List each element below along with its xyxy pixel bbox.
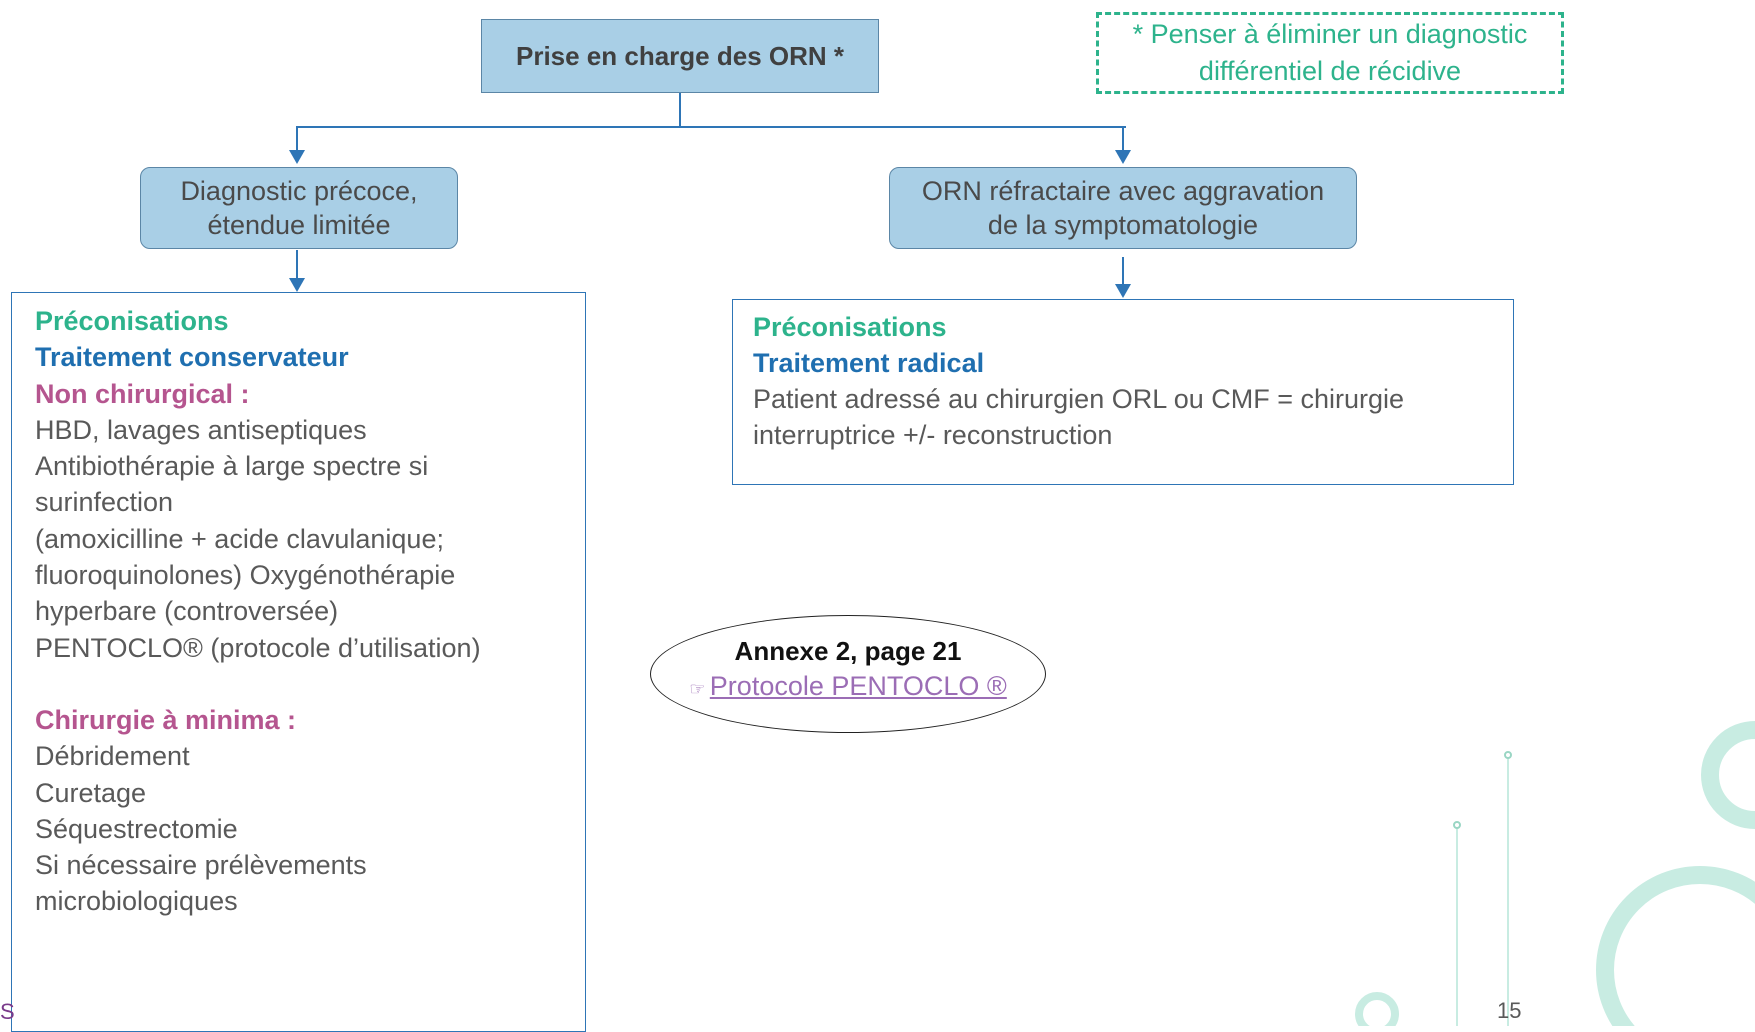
note-line-2: différentiel de récidive xyxy=(1198,56,1462,86)
non-chir-line: HBD, lavages antiseptiques xyxy=(35,414,367,445)
arrow-left-node xyxy=(289,150,305,164)
non-chir-line: Antibiothérapie à large spectre si xyxy=(35,451,429,482)
node-refractory-orn: ORN réfractaire avec aggravation de la s… xyxy=(889,167,1357,249)
arrow-right-node xyxy=(1115,150,1131,164)
chir-line: microbiologiques xyxy=(35,886,238,917)
annex-title: Annexe 2, page 21 xyxy=(734,636,962,666)
pointing-hand-icon: ☞ xyxy=(689,679,706,699)
chir-line: Si nécessaire prélèvements xyxy=(35,850,367,881)
decorative-dot-1 xyxy=(1504,751,1512,759)
decorative-ring-tiny xyxy=(1355,992,1399,1026)
connector-left-panel xyxy=(296,250,298,280)
non-chirurgical-heading: Non chirurgical : xyxy=(35,378,250,409)
node-early-diagnosis: Diagnostic précoce, étendue limitée xyxy=(140,167,458,249)
non-chir-line: PENTOCLO® (protocole d’utilisation) xyxy=(35,632,481,663)
arrow-left-panel xyxy=(289,278,305,292)
right-panel-line-2: interruptrice +/- reconstruction xyxy=(753,420,1113,450)
connector-left-down xyxy=(296,126,298,152)
right-panel-line-1: Patient adressé au chirurgien ORL ou CMF… xyxy=(753,384,1405,414)
left-node-line-2: étendue limitée xyxy=(207,210,391,240)
left-preconisations-heading: Préconisations xyxy=(35,306,229,336)
non-chir-line: surinfection xyxy=(35,487,174,518)
chirurgie-heading: Chirurgie à minima : xyxy=(35,704,297,735)
connector-right-panel xyxy=(1122,257,1124,285)
connector-horizontal xyxy=(296,126,1126,128)
note-line-1: * Penser à éliminer un diagnostic xyxy=(1132,19,1528,49)
non-chir-line: hyperbare (controversée) xyxy=(35,596,339,627)
left-treatment-heading: Traitement conservateur xyxy=(35,342,349,373)
page-number: 15 xyxy=(1497,998,1522,1023)
non-chir-line: fluoroquinolones) Oxygénothérapie xyxy=(35,560,456,591)
left-node-line-1: Diagnostic précoce, xyxy=(180,176,418,206)
decorative-circles xyxy=(1355,721,1755,1026)
footer-letter: S xyxy=(0,999,15,1024)
decorative-ring-small xyxy=(1701,721,1755,829)
left-recommendations-panel: Préconisations Traitement conservateur N… xyxy=(11,292,586,1032)
connector-right-down xyxy=(1122,126,1124,152)
note-box: * Penser à éliminer un diagnostic différ… xyxy=(1096,12,1564,94)
diagram-title: Prise en charge des ORN * xyxy=(515,40,845,71)
right-preconisations-heading: Préconisations xyxy=(753,312,947,342)
arrow-right-panel xyxy=(1115,284,1131,298)
chir-line: Curetage xyxy=(35,777,147,808)
non-chir-line: (amoxicilline + acide clavulanique; xyxy=(35,523,444,554)
right-recommendations-panel: Préconisations Traitement radical Patien… xyxy=(732,299,1514,485)
annex-ellipse: Annexe 2, page 21 ☞ Protocole PENTOCLO ® xyxy=(650,615,1046,733)
protocol-pentoclo-link[interactable]: Protocole PENTOCLO ® xyxy=(709,671,1007,701)
decorative-dot-2 xyxy=(1453,821,1461,829)
chir-line: Séquestrectomie xyxy=(35,813,238,844)
right-treatment-heading: Traitement radical xyxy=(753,348,985,378)
right-node-line-1: ORN réfractaire avec aggravation xyxy=(921,176,1325,206)
right-node-line-2: de la symptomatologie xyxy=(987,210,1259,240)
title-box: Prise en charge des ORN * xyxy=(481,19,879,93)
chir-line: Débridement xyxy=(35,741,190,772)
connector-title-down xyxy=(679,93,681,127)
decorative-ring-large xyxy=(1596,866,1755,1026)
